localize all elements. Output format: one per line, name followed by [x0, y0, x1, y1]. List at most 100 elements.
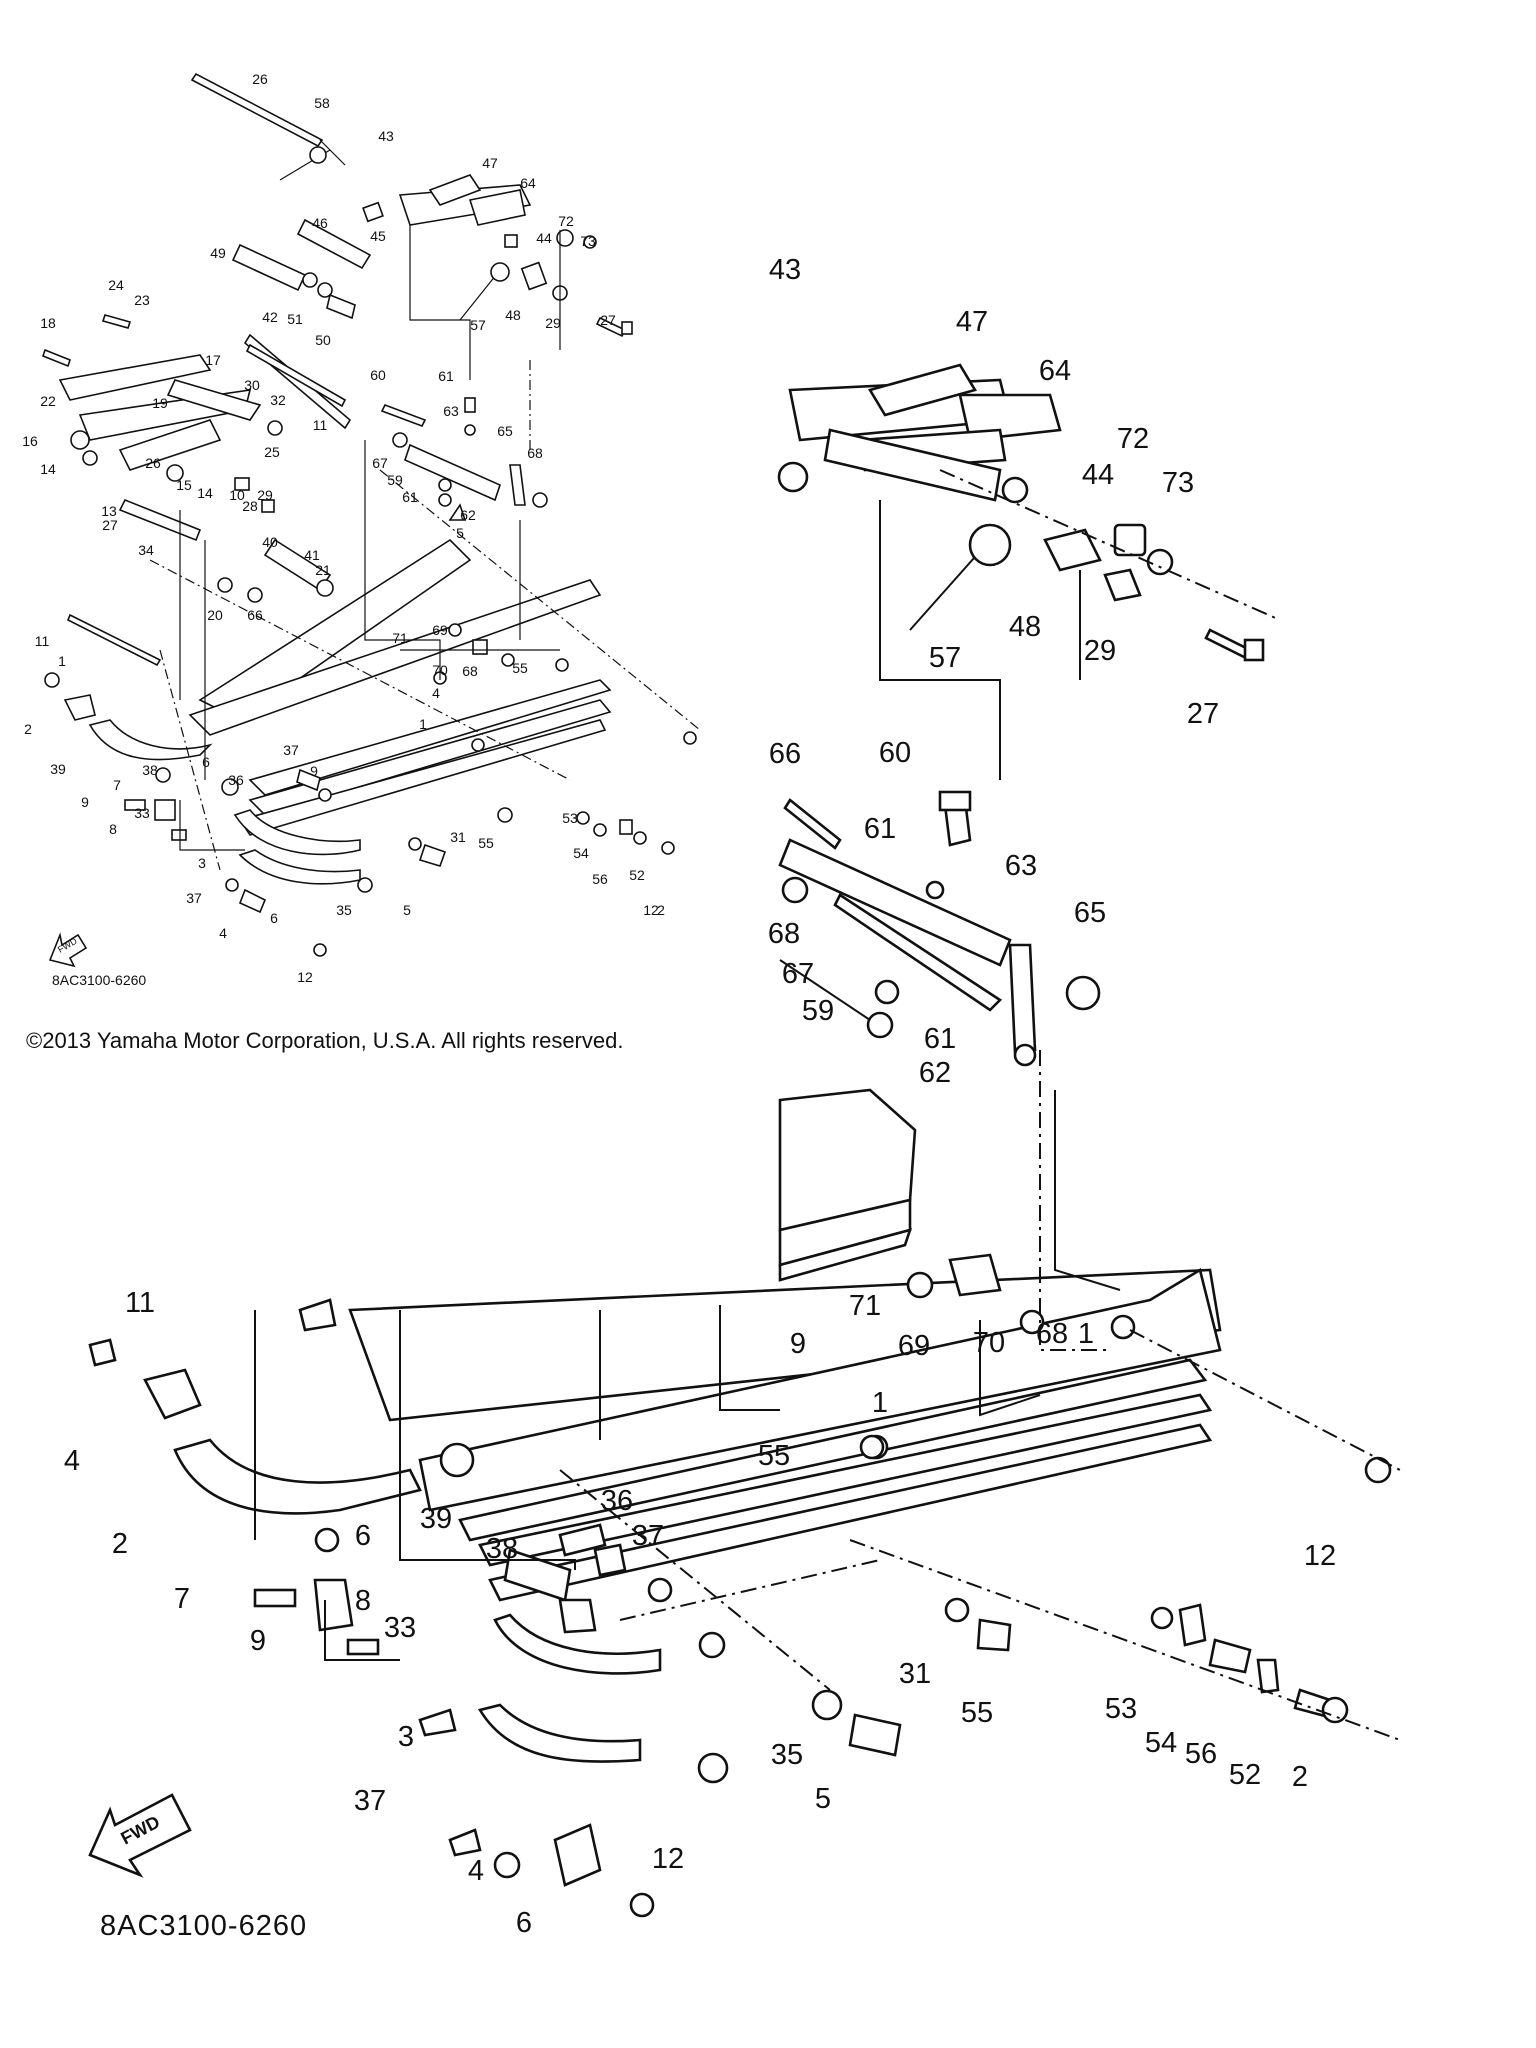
callout-11: 11 — [313, 417, 328, 433]
callout-35: 35 — [336, 902, 352, 918]
callout-31: 31 — [899, 1658, 931, 1690]
callout-43: 43 — [378, 128, 394, 144]
callout-26: 26 — [145, 455, 161, 471]
callout-61: 61 — [438, 368, 454, 384]
callout-21: 21 — [315, 562, 331, 578]
callout-9: 9 — [250, 1625, 266, 1657]
callout-48: 48 — [1009, 611, 1041, 643]
callout-62: 62 — [460, 507, 476, 523]
callout-73: 73 — [580, 233, 596, 249]
callout-30: 30 — [244, 377, 260, 393]
callout-25: 25 — [264, 444, 280, 460]
callout-2: 2 — [24, 721, 32, 737]
callout-63: 63 — [443, 403, 459, 419]
callout-56: 56 — [592, 871, 608, 887]
callout-64: 64 — [1039, 355, 1071, 387]
callout-60: 60 — [879, 737, 911, 769]
callout-59: 59 — [387, 472, 403, 488]
callout-27: 27 — [1187, 698, 1219, 730]
callout-8: 8 — [109, 821, 117, 837]
callout-37: 37 — [632, 1520, 664, 1552]
callout-1: 1 — [872, 1387, 888, 1419]
callout-9: 9 — [790, 1328, 806, 1360]
callout-44: 44 — [536, 230, 552, 246]
callout-64: 64 — [520, 175, 536, 191]
callout-53: 53 — [562, 810, 578, 826]
callout-36: 36 — [601, 1485, 633, 1517]
callout-41: 41 — [304, 547, 320, 563]
callout-2: 2 — [657, 902, 665, 918]
diagram-code-large: 8AC3100-6260 — [100, 1910, 308, 1942]
callout-36: 36 — [228, 772, 244, 788]
callout-39: 39 — [50, 761, 66, 777]
diagram-code-small: 8AC3100-6260 — [52, 972, 147, 988]
callout-47: 47 — [482, 155, 498, 171]
callout-12: 12 — [643, 902, 659, 918]
callout-39: 39 — [420, 1503, 452, 1535]
callout-68: 68 — [768, 918, 800, 950]
callout-5: 5 — [815, 1783, 831, 1815]
copyright-notice: ©2013 Yamaha Motor Corporation, U.S.A. A… — [26, 1028, 624, 1053]
callout-55: 55 — [961, 1697, 993, 1729]
callout-6: 6 — [516, 1907, 532, 1939]
callout-20: 20 — [207, 607, 223, 623]
callout-40: 40 — [262, 534, 278, 550]
callout-7: 7 — [113, 777, 121, 793]
callout-9: 9 — [310, 763, 318, 779]
callout-55: 55 — [478, 835, 494, 851]
callout-56: 56 — [1185, 1738, 1217, 1770]
callout-32: 32 — [270, 392, 286, 408]
callout-26: 26 — [252, 71, 268, 87]
callout-69: 69 — [432, 622, 448, 638]
callout-54: 54 — [1145, 1727, 1177, 1759]
callout-55: 55 — [758, 1440, 790, 1472]
callout-22: 22 — [40, 393, 56, 409]
callout-33: 33 — [384, 1612, 416, 1644]
callout-4: 4 — [64, 1445, 80, 1477]
callout-72: 72 — [558, 213, 574, 229]
callout-47: 47 — [956, 306, 988, 338]
callout-35: 35 — [771, 1739, 803, 1771]
callout-4: 4 — [219, 925, 227, 941]
callout-3: 3 — [198, 855, 206, 871]
callout-49: 49 — [210, 245, 226, 261]
callout-37: 37 — [354, 1785, 386, 1817]
callout-27: 27 — [600, 312, 616, 328]
callout-33: 33 — [134, 805, 150, 821]
fwd-arrow-large-icon: FWD — [88, 1793, 192, 1878]
callout-68: 68 — [1036, 1318, 1068, 1350]
callout-6: 6 — [355, 1520, 371, 1552]
callout-1: 1 — [58, 653, 66, 669]
callout-48: 48 — [505, 307, 521, 323]
callout-8: 8 — [355, 1585, 371, 1617]
callout-4: 4 — [432, 685, 440, 701]
callout-52: 52 — [1229, 1759, 1261, 1791]
callout-55: 55 — [512, 660, 528, 676]
callout-45: 45 — [370, 228, 386, 244]
callout-42: 42 — [262, 309, 278, 325]
callout-37: 37 — [186, 890, 202, 906]
callout-53: 53 — [1105, 1693, 1137, 1725]
callout-5: 5 — [456, 525, 464, 541]
callout-6: 6 — [202, 754, 210, 770]
callout-9: 9 — [81, 794, 89, 810]
callout-4: 4 — [468, 1855, 484, 1887]
callout-15: 15 — [176, 477, 192, 493]
callout-65: 65 — [497, 423, 513, 439]
callout-14: 14 — [40, 461, 56, 477]
callout-61: 61 — [864, 813, 896, 845]
callout-2: 2 — [112, 1528, 128, 1560]
callout-51: 51 — [287, 311, 303, 327]
callout-44: 44 — [1082, 459, 1114, 491]
callout-37: 37 — [283, 742, 299, 758]
callout-29: 29 — [1084, 635, 1116, 667]
callout-58: 58 — [314, 95, 330, 111]
callout-1: 1 — [419, 716, 427, 732]
callout-59: 59 — [802, 995, 834, 1027]
callout-54: 54 — [573, 845, 589, 861]
callout-63: 63 — [1005, 850, 1037, 882]
callout-71: 71 — [392, 630, 408, 646]
